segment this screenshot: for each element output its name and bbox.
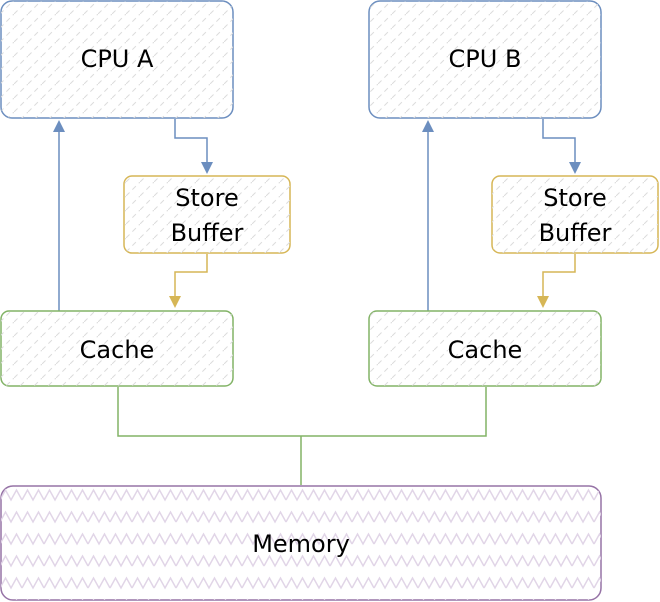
arrowhead-icon xyxy=(201,162,213,174)
store-buffer-b-node: Store Buffer xyxy=(491,175,659,254)
cache-b-label: Cache xyxy=(448,336,523,364)
store-buffer-b-label-line1: Store xyxy=(543,184,606,212)
memory-bus-line xyxy=(117,387,487,437)
arrowhead-icon xyxy=(169,296,181,308)
cpu-b-node: CPU B xyxy=(368,0,602,119)
store-buffer-a-to-cache-a-arrow xyxy=(174,254,208,302)
cache-b-node: Cache xyxy=(368,310,602,387)
store-buffer-b-to-cache-b-arrow xyxy=(542,254,576,302)
cache-a-node: Cache xyxy=(0,310,234,387)
arrowhead-icon xyxy=(53,120,65,132)
store-buffer-a-label-line1: Store xyxy=(175,184,238,212)
cpu-a-to-store-buffer-arrow xyxy=(174,119,208,170)
cpu-a-label: CPU A xyxy=(81,45,154,73)
arrowhead-icon xyxy=(422,120,434,132)
memory-node: Memory xyxy=(0,485,602,601)
memory-label: Memory xyxy=(252,530,350,558)
arrowhead-icon xyxy=(537,296,549,308)
cpu-a-node: CPU A xyxy=(0,0,234,119)
store-buffer-a-label-line2: Buffer xyxy=(171,219,244,247)
arrowhead-icon xyxy=(569,162,581,174)
cpu-b-to-store-buffer-arrow xyxy=(542,119,576,170)
cache-a-label: Cache xyxy=(80,336,155,364)
store-buffer-b-label-line2: Buffer xyxy=(539,219,612,247)
cpu-b-label: CPU B xyxy=(449,45,522,73)
store-buffer-a-node: Store Buffer xyxy=(123,175,291,254)
